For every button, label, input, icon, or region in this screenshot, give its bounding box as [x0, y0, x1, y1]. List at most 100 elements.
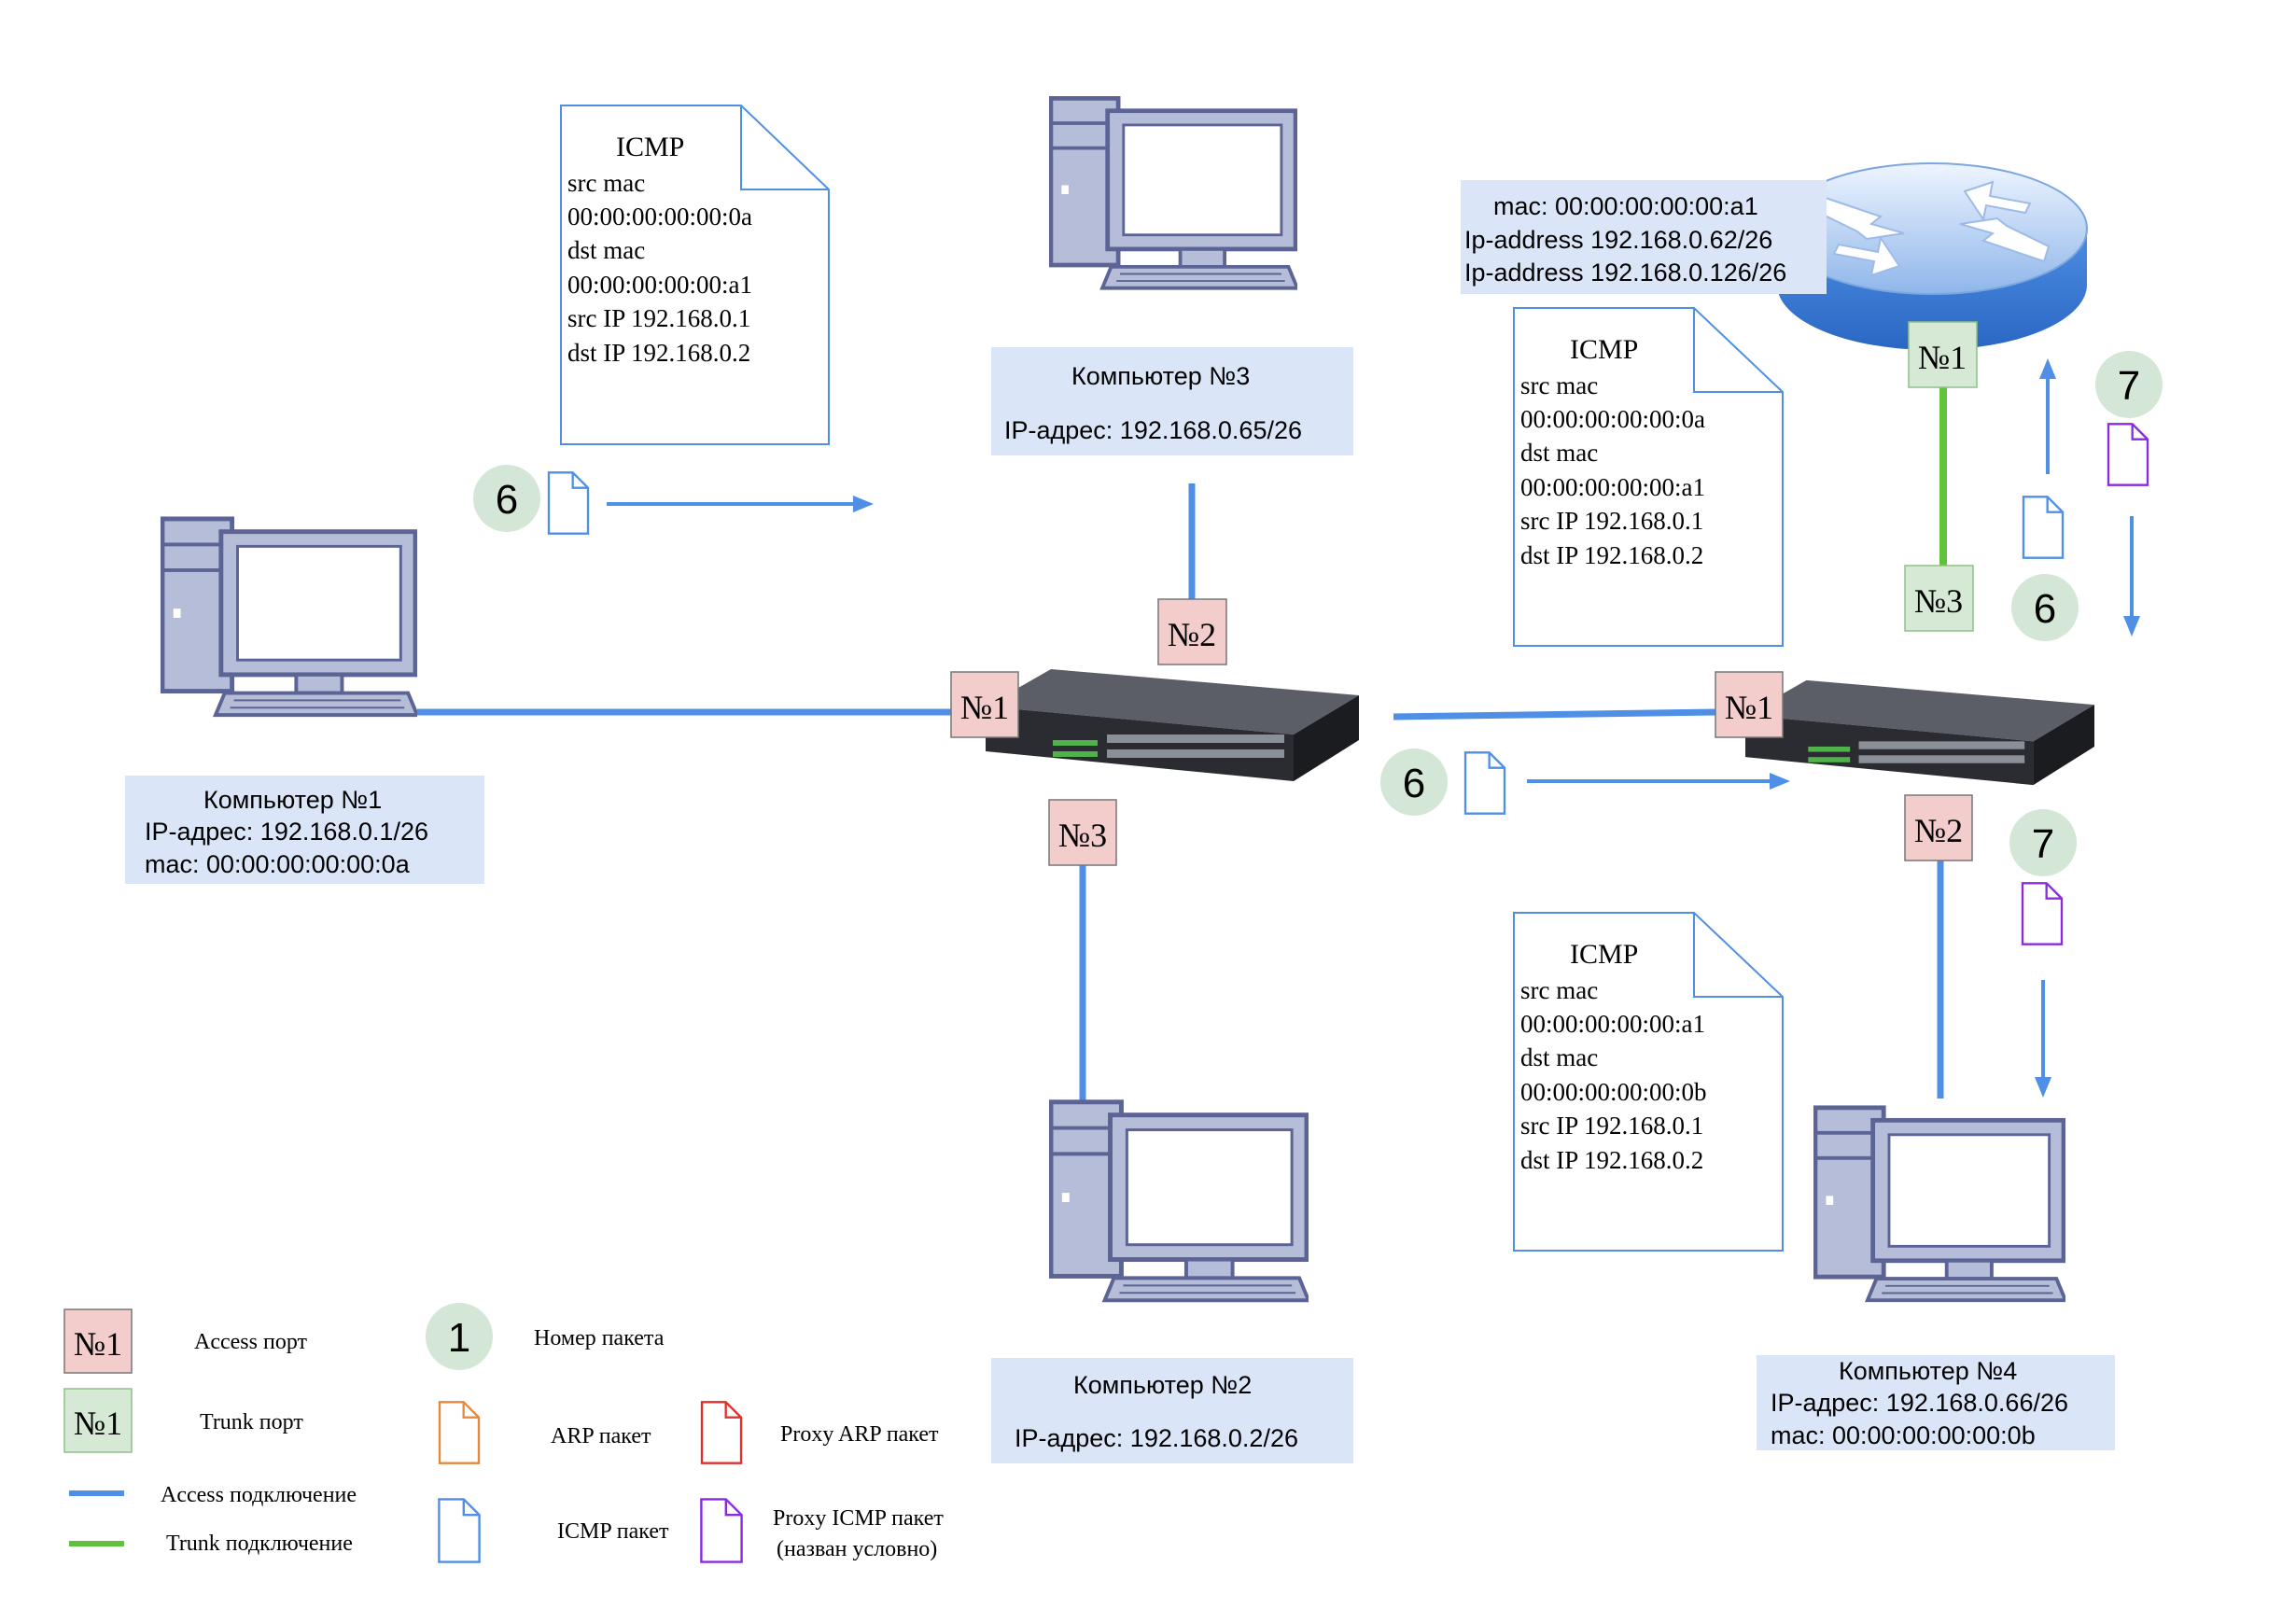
pc2-title: Компьютер №2: [1073, 1371, 1252, 1399]
arrowhead: [853, 496, 874, 512]
svg-text:ICMP: ICMP: [1570, 334, 1638, 365]
switch1-port-3: [1048, 799, 1117, 866]
svg-text:src mac 00:00:00:00:00:0: src mac 00:00:00:00:00:0a dst mac 00:00:…: [567, 169, 759, 367]
note3-title: ICMP: [1570, 939, 1638, 970]
switch2-port-2-label: №2: [1914, 812, 1963, 849]
legend: №1 Access порт №1 Trunk порт Access подк…: [63, 1303, 944, 1564]
pc4-icon: [1815, 1108, 2065, 1300]
note2-line: dst IP 192.168.0.2: [1520, 541, 1703, 569]
arrowhead: [2035, 1077, 2051, 1098]
legend-access-port-badge: №1: [74, 1325, 122, 1363]
switch1-port-1: [950, 671, 1019, 738]
note2-line: dst mac: [1520, 439, 1598, 467]
step-7-group-e: 7: [2009, 809, 2077, 1098]
note1-line: dst IP 192.168.0.2: [567, 339, 750, 367]
switch1-port-3-label: №3: [1058, 817, 1107, 854]
pc3-icon: [1051, 98, 1297, 287]
switch2-port-2: [1904, 794, 1973, 861]
step-6-group-a: 6: [473, 465, 874, 535]
access-links: [417, 483, 1944, 1101]
icmp-packet-icon: [437, 1498, 481, 1563]
svg-text:ICMP: ICMP: [616, 132, 684, 162]
svg-text:Компьютер №4 IP-адрес: 192: Компьютер №4 IP-адрес: 192.168.0.66/26 m…: [1771, 1357, 2076, 1449]
icmp-note-2: ICMP src mac 00:00:00:00:00:0a dst mac 0…: [1513, 307, 1784, 647]
pc4-title: Компьютер №4: [1839, 1357, 2017, 1385]
svg-text:Компьютер №2 IP-адрес: 192: Компьютер №2 IP-адрес: 192.168.0.2/26: [1015, 1371, 1298, 1452]
legend-icmp-label: ICMP пакет: [557, 1519, 669, 1544]
step-circle: [473, 465, 540, 532]
svg-text:mac: 00:00:00:00:00:a1 Ip-: mac: 00:00:00:00:00:a1 Ip-address 192.16…: [1464, 192, 1786, 287]
legend-packet-number-label: Номер пакета: [534, 1326, 665, 1350]
svg-text:src mac 00:00:00:00:00:0: src mac 00:00:00:00:00:0a dst mac 00:00:…: [1520, 371, 1712, 569]
step-circle: [2009, 809, 2077, 876]
icmp-packet-icon: [1463, 751, 1506, 815]
pc3-title: Компьютер №3: [1071, 362, 1250, 390]
arp-packet-icon: [438, 1400, 481, 1465]
icmp-packet-icon: [547, 471, 590, 535]
switch2-icon: [1745, 679, 2094, 786]
legend-trunk-port-swatch: [63, 1388, 133, 1453]
pc2-label-box: [991, 1358, 1353, 1463]
icmp-note-1: ICMP src mac 00:00:00:00:00:0a dst mac 0…: [560, 105, 830, 445]
icmp-packet-icon: [2022, 496, 2065, 559]
step-6-group-b: 6: [1380, 749, 1790, 816]
note3-line: dst mac: [1520, 1043, 1598, 1071]
note1-title: ICMP: [616, 132, 684, 162]
arrowhead: [2039, 358, 2056, 379]
pc4-mac: mac: 00:00:00:00:00:0b: [1771, 1421, 2036, 1449]
legend-packet-number-swatch: [426, 1303, 493, 1370]
proxy-icmp-packet-icon: [699, 1497, 744, 1564]
note2-line: src mac: [1520, 371, 1598, 399]
router-ip-1: Ip-address 192.168.0.62/26: [1464, 226, 1772, 254]
pc4-ip: IP-адрес: 192.168.0.66/26: [1771, 1389, 2068, 1417]
switch1-icon: [986, 669, 1359, 781]
note3-line: src mac: [1520, 976, 1598, 1004]
proxy-icmp-packet-icon: [2107, 422, 2149, 487]
switch2-port-1-label: №1: [1725, 689, 1773, 726]
arrowhead: [1770, 773, 1790, 790]
legend-proxy-icmp-label: Proxy ICMP пакет: [773, 1506, 944, 1531]
pc4-label-box: [1757, 1355, 2115, 1450]
note2-line: 00:00:00:00:00:a1: [1520, 473, 1705, 501]
router-port-1: [1908, 321, 1978, 388]
svg-text:Компьютер №3 IP-адрес: 192: Компьютер №3 IP-адрес: 192.168.0.65/26: [1004, 362, 1302, 444]
step-7-group-d: 7: [2095, 351, 2163, 637]
legend-access-link-label: Access подключение: [161, 1483, 357, 1507]
note1-line: 00:00:00:00:00:0a: [567, 203, 752, 231]
legend-trunk-port-label: Trunk порт: [200, 1410, 303, 1434]
icmp-note-3: ICMP src mac 00:00:00:00:00:a1 dst mac 0…: [1513, 912, 1784, 1252]
svg-text:ICMP: ICMP: [1570, 939, 1638, 970]
legend-trunk-link-label: Trunk подключение: [166, 1532, 353, 1556]
svg-text:src mac 00:00:00:00:00:a: src mac 00:00:00:00:00:a1 dst mac 00:00:…: [1520, 976, 1713, 1174]
arrowhead: [2123, 616, 2140, 637]
link-switch1-switch2: [1393, 708, 1716, 721]
note2-line: src IP 192.168.0.1: [1520, 507, 1703, 535]
pc1-ip: IP-адрес: 192.168.0.1/26: [145, 818, 428, 846]
router-port-1-label: №1: [1918, 339, 1967, 376]
note3-line: 00:00:00:00:00:0b: [1520, 1078, 1707, 1106]
note2-line: 00:00:00:00:00:0a: [1520, 405, 1705, 433]
note1-line: 00:00:00:00:00:a1: [567, 271, 752, 299]
legend-trunk-port-badge: №1: [74, 1405, 122, 1442]
proxy-arp-packet-icon: [700, 1400, 743, 1465]
switch1-port-1-label: №1: [960, 689, 1009, 726]
note1-line: dst mac: [567, 236, 645, 264]
pc3-ip: IP-адрес: 192.168.0.65/26: [1004, 416, 1302, 444]
step-number: 6: [1403, 761, 1425, 806]
pc1-label-box: [125, 776, 484, 884]
note1-line: src mac: [567, 169, 645, 197]
pc1-mac: mac: 00:00:00:00:00:0a: [145, 850, 411, 878]
step-number: 6: [496, 477, 518, 523]
switch2-port-3-label: №3: [1914, 582, 1963, 620]
note2-title: ICMP: [1570, 334, 1638, 365]
switch1-ports: №1 №2 №3: [950, 598, 1227, 866]
legend-proxy-arp-label: Proxy ARP пакет: [780, 1422, 939, 1447]
legend-packet-number-badge: 1: [448, 1315, 470, 1361]
note3-line: 00:00:00:00:00:a1: [1520, 1010, 1705, 1038]
step-circle: [2011, 574, 2079, 641]
step-circle: [1380, 749, 1448, 816]
step-number: 7: [2118, 363, 2140, 409]
note3-line: src IP 192.168.0.1: [1520, 1112, 1703, 1140]
pc2-ip: IP-адрес: 192.168.0.2/26: [1015, 1424, 1298, 1452]
